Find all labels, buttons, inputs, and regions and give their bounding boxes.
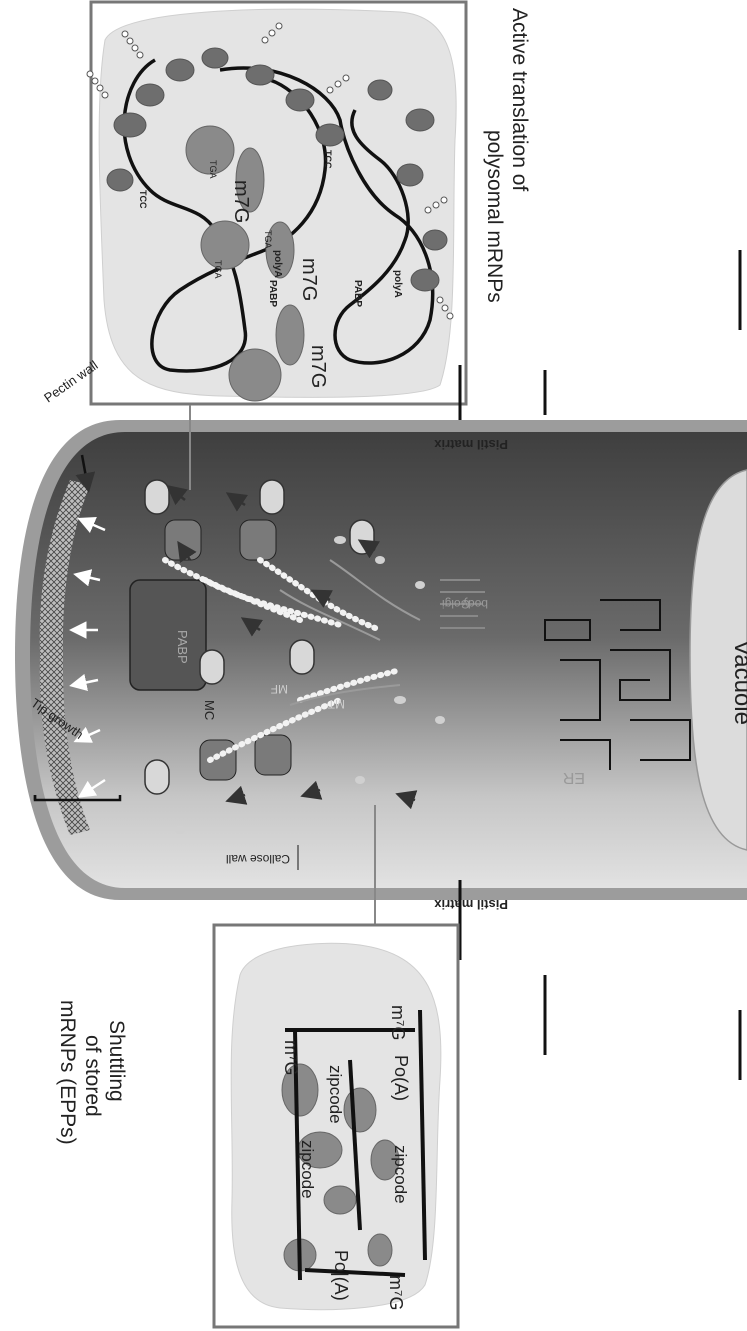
zipcode-label-3: zipcode [391, 1145, 410, 1204]
epp-m7g-label-3: m⁷G [386, 1275, 406, 1311]
epp-pola-label-2: Po|(A) [331, 1250, 351, 1301]
bottom-title-line3: mRNPs (EPPs) [56, 1000, 79, 1145]
epp-panel: zipcode zipcode zipcode m⁷G m⁷G m⁷G Po(A… [214, 925, 458, 1327]
polysome-tga-label-3: TGA [208, 160, 218, 179]
polysome-tga-label-2: TGA [213, 260, 223, 279]
polysome-tcc-label-2: TCC [323, 150, 333, 169]
zipcode-label-1: zipcode [326, 1065, 345, 1124]
epp-m7g-label-2: m⁷G [281, 1040, 301, 1076]
pabp-label: PABP [175, 630, 190, 664]
pollen-tube: Vacuole PABP MC [15, 420, 747, 900]
polysome-tga-label-1: TGA [263, 230, 273, 249]
epp-pola-label-1: Po(A) [391, 1055, 411, 1101]
vacuole-label: Vacuole [729, 640, 747, 725]
golgi-label-line2: body [462, 597, 488, 611]
polysome-pabp-label-1: PABP [352, 280, 363, 307]
epp-m7g-label-1: m⁷G [388, 1005, 408, 1041]
mf-label: MF [271, 682, 288, 696]
polysome-pabp-label-2: PABP [267, 280, 278, 307]
polysome-polya-label-2: polyA [272, 250, 283, 278]
mc-label: MC [202, 700, 217, 720]
pabp-box [130, 580, 206, 690]
mt-label: MT [327, 697, 345, 711]
polysome-m7g-label-1: m7G [307, 345, 329, 388]
polysome-polya-label-1: polyA [392, 270, 403, 298]
bottom-title-line2: of stored [81, 1035, 104, 1117]
er-label: ER [563, 769, 585, 786]
zipcode-label-2: zipcode [298, 1140, 317, 1199]
callose-wall-label: Callose wall [226, 852, 290, 866]
top-title-line2: polysomal mRNPs [483, 130, 506, 303]
top-title-line1: Active translation of [508, 8, 531, 191]
polysome-panel: m7G m7G m7G PABP polyA PABP polyA TGA TG… [87, 2, 466, 404]
bottom-title-line1: Shuttling [105, 1020, 128, 1102]
polysome-tcc-label-1: TCC [138, 190, 148, 209]
polysome-m7g-label-3: m7G [230, 180, 252, 223]
pistil-matrix-label-bottom: Pistil matrix [434, 897, 508, 912]
pistil-matrix-label-top: Pistil matrix [434, 437, 508, 452]
polysome-m7g-label-2: m7G [298, 258, 320, 301]
